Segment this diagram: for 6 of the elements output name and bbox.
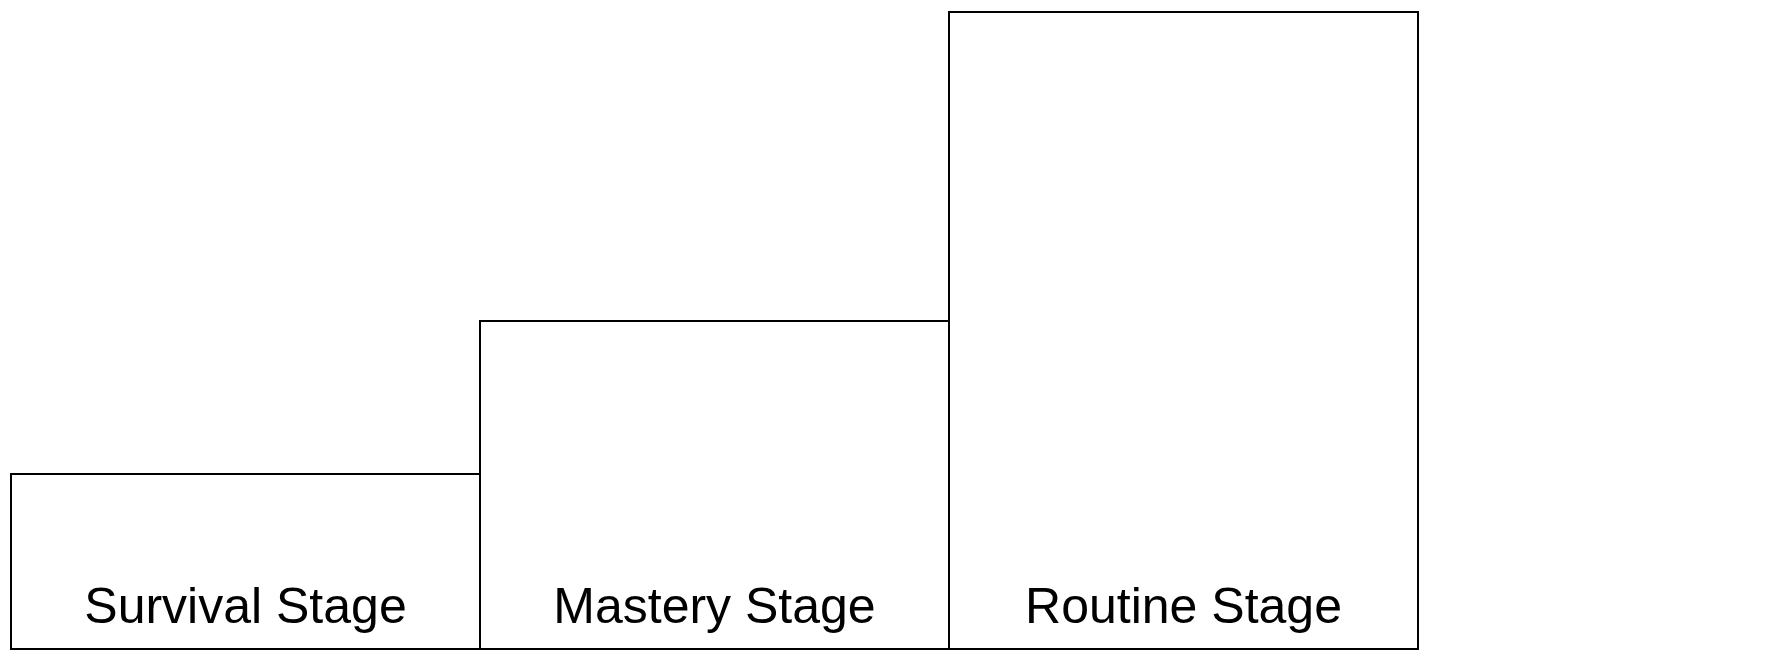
stage-box bbox=[948, 11, 1419, 650]
stage-box bbox=[10, 473, 481, 650]
stage-box bbox=[479, 320, 950, 650]
stage-label: Routine Stage bbox=[1025, 579, 1342, 634]
stage-label: Mastery Stage bbox=[553, 579, 876, 634]
stage-label: Survival Stage bbox=[84, 579, 407, 634]
